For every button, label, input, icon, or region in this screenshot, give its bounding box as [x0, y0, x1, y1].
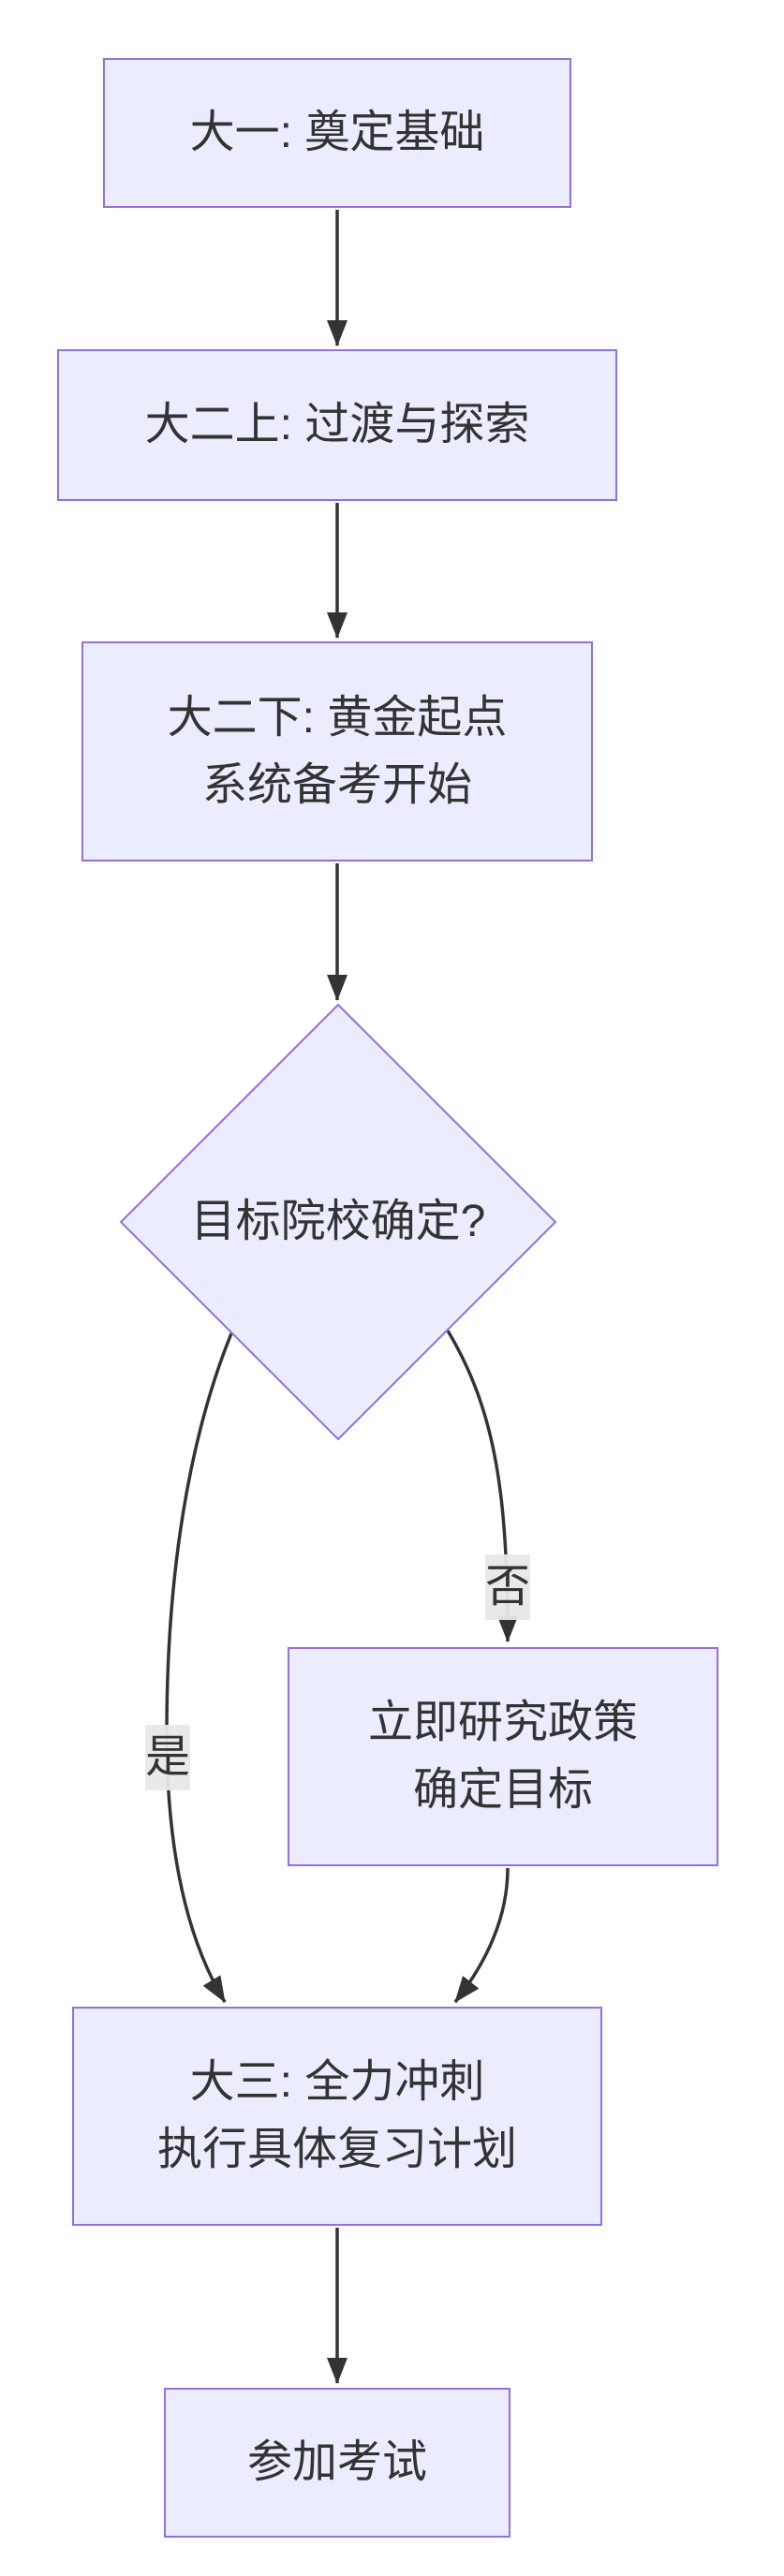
node-year2-second: 大二下: 黄金起点 系统备考开始	[81, 641, 593, 861]
node-research-policy: 立即研究政策 确定目标	[288, 1647, 718, 1866]
node-research-policy-line2: 确定目标	[412, 1765, 593, 1815]
node-year3-line1: 大三: 全力冲刺	[189, 2057, 485, 2107]
edge-label-no: 否	[485, 1554, 530, 1620]
node-year2-first: 大二上: 过渡与探索	[57, 349, 617, 501]
node-year2-second-line2: 系统备考开始	[201, 759, 472, 810]
edge-policy-y3	[453, 1867, 510, 2004]
node-year3-line2: 执行具体复习计划	[156, 2125, 517, 2174]
edge-decision-y3-yes	[165, 1332, 233, 2003]
node-decision: 目标院校确定?	[120, 1188, 556, 1256]
node-year1: 大一: 奠定基础	[103, 58, 571, 208]
node-take-exam-text: 参加考试	[246, 2437, 427, 2487]
node-decision-text: 目标院校确定?	[190, 1197, 486, 1246]
edge-label-no-text: 否	[485, 1562, 531, 1612]
edge-label-yes: 是	[145, 1725, 190, 1790]
node-year3: 大三: 全力冲刺 执行具体复习计划	[72, 2007, 602, 2226]
edge-label-yes-text: 是	[145, 1732, 191, 1782]
node-year1-text: 大一: 奠定基础	[189, 108, 485, 157]
node-research-policy-line1: 立即研究政策	[367, 1698, 638, 1747]
node-take-exam: 参加考试	[164, 2388, 510, 2538]
node-year2-second-line1: 大二下: 黄金起点	[167, 692, 508, 743]
node-year2-first-text: 大二上: 过渡与探索	[144, 400, 530, 449]
